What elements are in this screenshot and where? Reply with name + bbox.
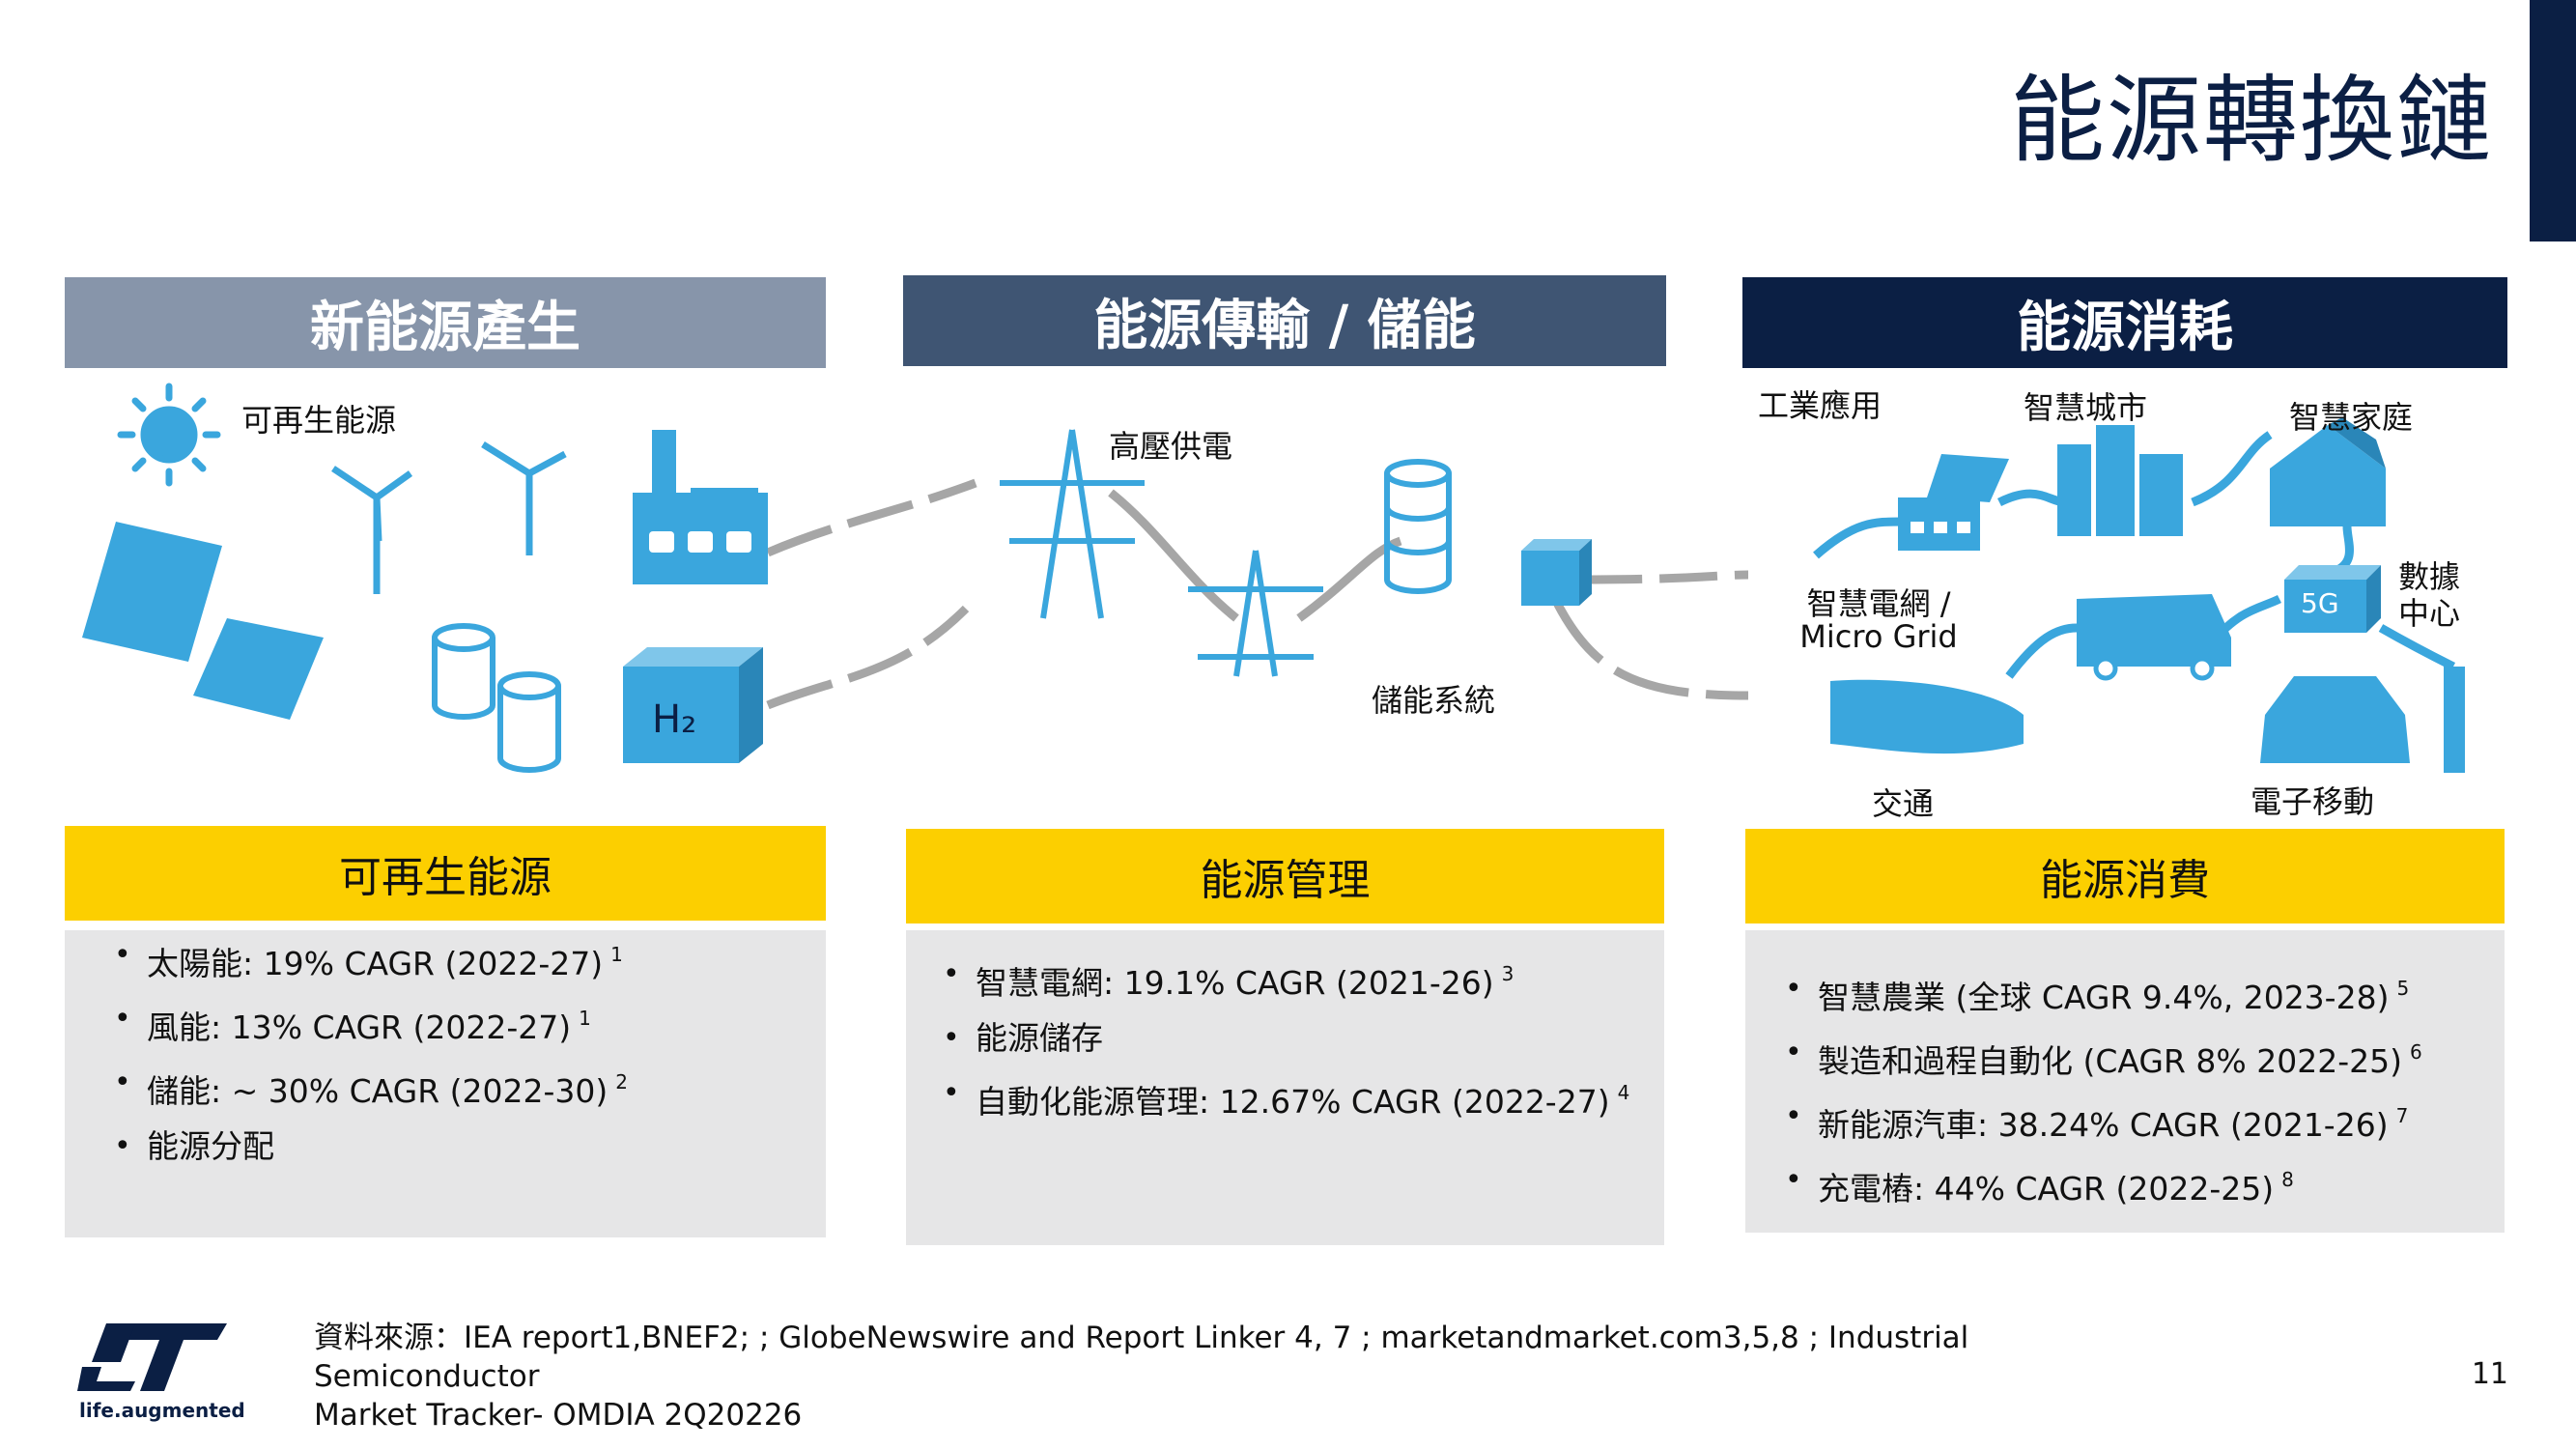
- grey-wires: [766, 478, 1749, 710]
- label-micro-grid: Micro Grid: [1799, 618, 1958, 655]
- source-line-2: Market Tracker- OMDIA 2Q20226: [314, 1398, 803, 1433]
- source-note: 資料來源：IEA report1,BNEF2; ; GlobeNewswire …: [314, 1319, 2197, 1435]
- bullet-item: 自動化能源管理: 12.67% CAGR (2022-27)4: [935, 1065, 1629, 1129]
- energy-storage-icon: [1384, 459, 1452, 594]
- bullet-item: 智慧電網: 19.1% CAGR (2021-26)3: [935, 947, 1629, 1010]
- label-renewable: 可再生能源: [241, 402, 397, 439]
- bullet-item: 新能源汽車: 38.24% CAGR (2021-26)7: [1777, 1089, 2422, 1152]
- box-title-renewable: 可再生能源: [65, 826, 826, 921]
- label-5g: 5G: [2301, 587, 2339, 619]
- label-data-center-1: 數據: [2398, 558, 2461, 595]
- bullet-item: 風能: 13% CAGR (2022-27)1: [106, 991, 628, 1055]
- corner-accent-bar: [2530, 0, 2576, 242]
- box-title-consumption: 能源消費: [1745, 829, 2505, 923]
- source-line-1: 資料來源：IEA report1,BNEF2; ; GlobeNewswire …: [314, 1321, 1969, 1394]
- label-storage-system: 儲能系統: [1372, 682, 1496, 719]
- solar-panel-icon: [82, 522, 324, 720]
- label-smart-grid: 智慧電網 /: [1806, 585, 1951, 622]
- section-header-consumption: 能源消耗: [1742, 277, 2507, 368]
- bullet-item: 能源儲存: [935, 1010, 1629, 1065]
- hydrogen-cube-icon: [623, 647, 763, 763]
- truck-icon: [2077, 594, 2231, 681]
- section-header-transmission: 能源傳輸 / 儲能: [903, 275, 1666, 366]
- industrial-icon: [1898, 454, 2009, 551]
- bullet-item: 能源分配: [106, 1119, 628, 1174]
- bullet-item: 製造和過程自動化 (CAGR 8% 2022-25)6: [1777, 1025, 2422, 1089]
- smart-home-icon: [2270, 417, 2386, 526]
- bullet-list-management: 智慧電網: 19.1% CAGR (2021-26)3 能源儲存 自動化能源管理…: [935, 947, 1629, 1129]
- smart-city-icon: [2057, 425, 2183, 536]
- label-transport: 交通: [1872, 785, 1935, 822]
- page-title: 能源轉換鏈: [2009, 66, 2493, 176]
- box-title-management: 能源管理: [906, 829, 1664, 923]
- label-e-mobility: 電子移動: [2250, 783, 2375, 820]
- label-smart-home: 智慧家庭: [2289, 399, 2414, 436]
- bullet-item: 智慧農業 (全球 CAGR 9.4%, 2023-28)5: [1777, 961, 2422, 1025]
- bullet-item: 儲能: ~ 30% CAGR (2022-30)2: [106, 1055, 628, 1119]
- transmission-tower-icon: [1000, 429, 1323, 677]
- label-industrial: 工業應用: [1758, 387, 1882, 424]
- sun-icon: [117, 383, 221, 487]
- wind-turbine-icon: [331, 441, 567, 594]
- label-hv-supply: 高壓供電: [1109, 428, 1233, 465]
- distribution-cube-icon: [1521, 539, 1592, 606]
- st-logo-icon: [77, 1323, 227, 1391]
- 5g-box-icon: [2284, 565, 2381, 633]
- section-header-generation: 新能源產生: [65, 277, 826, 368]
- label-smart-city: 智慧城市: [2024, 389, 2148, 426]
- label-data-center-2: 中心: [2398, 595, 2461, 632]
- logo-tagline: life.augmented: [79, 1399, 245, 1422]
- bullet-item: 太陽能: 19% CAGR (2022-27)1: [106, 927, 628, 991]
- train-icon: [1830, 679, 2024, 754]
- label-hydrogen: H₂: [652, 697, 697, 742]
- page-number: 11: [2471, 1357, 2508, 1391]
- bullet-item: 充電樁: 44% CAGR (2022-25)8: [1777, 1152, 2422, 1216]
- bullet-list-renewable: 太陽能: 19% CAGR (2022-27)1 風能: 13% CAGR (2…: [106, 927, 628, 1174]
- factory-icon: [633, 430, 768, 584]
- blue-wires: [1813, 431, 2456, 679]
- electric-car-icon: [2260, 667, 2465, 773]
- storage-drum-icon: [432, 623, 561, 773]
- bullet-list-consumption: 智慧農業 (全球 CAGR 9.4%, 2023-28)5 製造和過程自動化 (…: [1777, 961, 2422, 1216]
